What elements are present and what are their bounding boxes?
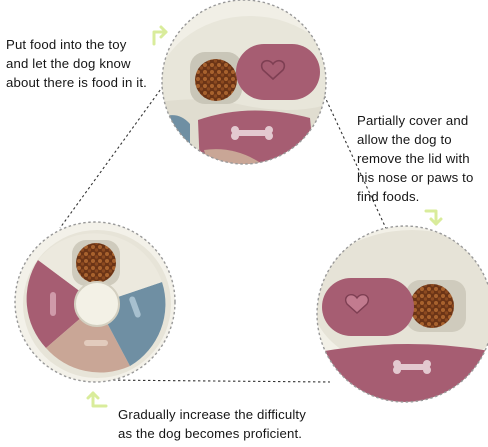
caption-step-3: Gradually increase the difficulty as the… bbox=[118, 405, 306, 443]
dotted-path bbox=[59, 81, 391, 383]
caption-line: allow the dog to bbox=[357, 132, 452, 147]
toy-view-open bbox=[162, 0, 326, 164]
caption-line: find foods. bbox=[357, 189, 420, 204]
toy-view-covered bbox=[317, 226, 488, 402]
caption-step-2: Partially cover and allow the dog to rem… bbox=[357, 111, 473, 206]
caption-line: Partially cover and bbox=[357, 113, 469, 128]
toy-view-wheel bbox=[15, 222, 175, 382]
arrow-icon bbox=[424, 209, 443, 226]
caption-line: and let the dog know bbox=[6, 56, 131, 71]
arrow-icon bbox=[86, 391, 108, 408]
caption-step-1: Put food into the toy and let the dog kn… bbox=[6, 35, 147, 92]
caption-line: Put food into the toy bbox=[6, 37, 127, 52]
caption-line: as the dog becomes proficient. bbox=[118, 426, 303, 441]
caption-line: about there is food in it. bbox=[6, 75, 147, 90]
caption-line: remove the lid with bbox=[357, 151, 470, 166]
caption-line: Gradually increase the difficulty bbox=[118, 407, 306, 422]
caption-line: his nose or paws to bbox=[357, 170, 474, 185]
arrow-icon bbox=[152, 25, 168, 46]
